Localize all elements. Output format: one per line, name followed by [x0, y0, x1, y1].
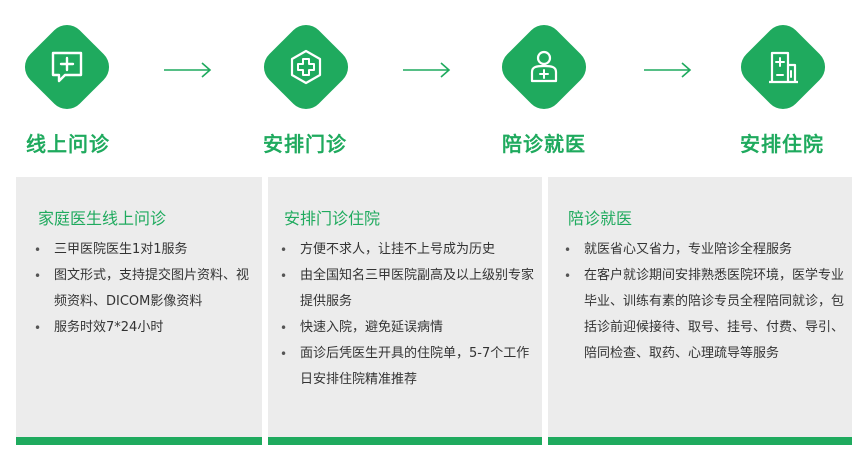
card-accent-bar: [268, 437, 542, 445]
card-title: 安排门诊住院: [284, 209, 381, 228]
card-title: 家庭医生线上问诊: [38, 209, 167, 228]
list-item: 三甲医院医生1对1服务: [32, 237, 252, 263]
list-item: 服务时效7*24小时: [32, 315, 252, 341]
list-item: 方便不求人，让挂不上号成为历史: [278, 237, 534, 263]
list-item: 快速入院，避免延误病情: [278, 315, 534, 341]
list-item: 图文形式，支持提交图片资料、视频资料、DICOM影像资料: [32, 263, 252, 315]
step-label-online-consult: 线上问诊: [26, 132, 110, 156]
step-label-escort-visit: 陪诊就医: [502, 132, 586, 156]
nurse-icon: [530, 50, 558, 83]
list-item: 由全国知名三甲医院副高及以上级别专家提供服务: [278, 263, 534, 315]
card-arrange-outpatient: 安排门诊住院 方便不求人，让挂不上号成为历史 由全国知名三甲医院副高及以上级别专…: [268, 177, 542, 445]
card-list: 方便不求人，让挂不上号成为历史 由全国知名三甲医院副高及以上级别专家提供服务 快…: [278, 237, 534, 393]
step-label-arrange-outpatient: 安排门诊: [263, 132, 347, 156]
arrow-right-icon: [403, 62, 451, 78]
hospital-icon: [769, 51, 798, 84]
step-2-badge: [256, 17, 356, 117]
card-escort-visit: 陪诊就医 就医省心又省力，专业陪诊全程服务 在客户就诊期间安排熟悉医院环境，医学…: [548, 177, 852, 445]
arrow-right-icon: [164, 62, 212, 78]
medical-cross-icon: [290, 49, 322, 85]
list-item: 在客户就诊期间安排熟悉医院环境，医学专业毕业、训练有素的陪诊专员全程陪同就诊，包…: [562, 263, 846, 367]
list-item: 面诊后凭医生开具的住院单，5-7个工作日安排住院精准推荐: [278, 341, 534, 393]
arrow-right-icon: [644, 62, 692, 78]
step-label-arrange-hospitalization: 安排住院: [740, 132, 824, 156]
card-online-consult: 家庭医生线上问诊 三甲医院医生1对1服务 图文形式，支持提交图片资料、视频资料、…: [16, 177, 262, 445]
card-list: 就医省心又省力，专业陪诊全程服务 在客户就诊期间安排熟悉医院环境，医学专业毕业、…: [562, 237, 846, 367]
card-title: 陪诊就医: [568, 209, 633, 228]
list-item: 就医省心又省力，专业陪诊全程服务: [562, 237, 846, 263]
card-accent-bar: [548, 437, 852, 445]
chat-plus-icon: [51, 51, 83, 83]
step-4-badge: [733, 17, 833, 117]
card-list: 三甲医院医生1对1服务 图文形式，支持提交图片资料、视频资料、DICOM影像资料…: [32, 237, 252, 341]
card-accent-bar: [16, 437, 262, 445]
step-1-badge: [17, 17, 117, 117]
step-3-badge: [494, 17, 594, 117]
